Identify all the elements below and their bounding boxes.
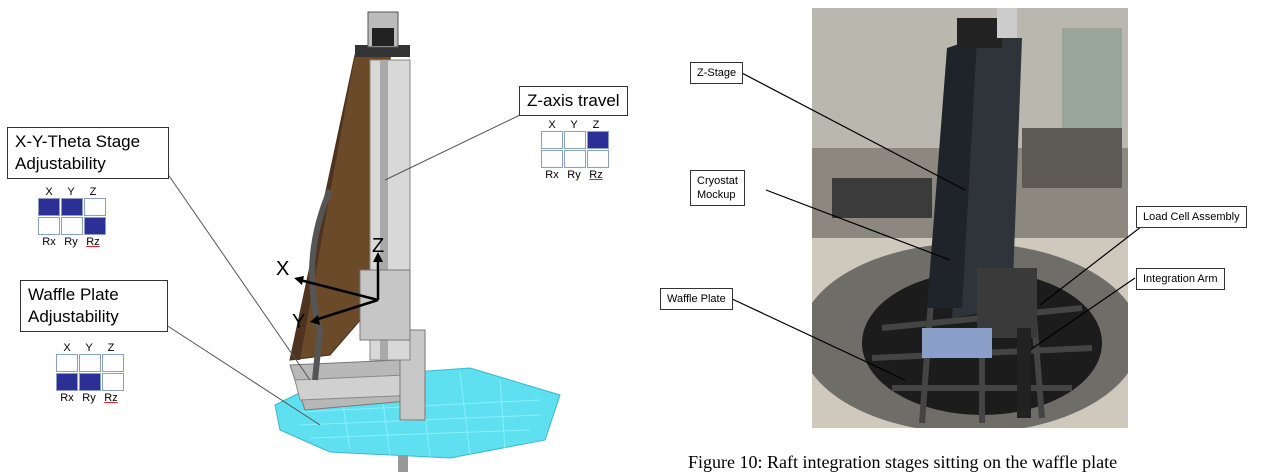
lab-photograph [812,8,1128,428]
z-axis-column [355,11,411,361]
dof-cell [38,217,60,235]
grid-header-label: X [63,342,71,354]
grid-header-label: Z [107,342,115,354]
axis-y-label: Y [292,311,305,333]
dof-cell [38,198,60,216]
grid-header-label: Z [592,119,600,131]
dof-cell [56,373,78,391]
dof-cell [564,131,586,149]
cad-model-illustration: Z X Y [139,11,561,472]
dof-cell [56,354,78,372]
xyt-stage-label-line1: X-Y-Theta Stage [15,132,141,151]
dof-cell [61,198,83,216]
grid-header-label: Z [89,186,97,198]
cryostat-label-line1: Cryostat [697,175,738,187]
waffle-plate-label-line1: Waffle Plate [28,285,119,304]
z-axis-dof-grid: X Y Z Rx Ry Rz [541,119,610,181]
grid-header-label: X [548,119,556,131]
z-axis-travel-label: Z-axis travel [527,91,620,110]
dof-cell [102,373,124,391]
grid-header-label: Y [85,342,93,354]
grid-footer-label: Rx [545,169,559,181]
z-axis-travel-callout: Z-axis travel [519,86,628,116]
grid-header-label: Y [570,119,578,131]
axis-z-label: Z [372,235,384,257]
load-cell-label-box: Load Cell Assembly [1136,206,1247,228]
waffle-plate-label-line2: Adjustability [28,307,119,326]
dof-cell [587,131,609,149]
dof-cell [84,198,106,216]
waffle-plate-photo-label-box: Waffle Plate [660,288,733,310]
dof-cell [564,150,586,168]
xyt-stage-label-line2: Adjustability [15,154,106,173]
grid-footer-label: Rx [60,392,74,404]
grid-footer-label: Rz [86,236,100,248]
grid-footer-label: Ry [64,236,78,248]
cryostat-label-line2: Mockup [697,189,736,201]
axis-x-label: X [276,258,289,280]
cryostat-label-box: Cryostat Mockup [690,170,745,206]
xyt-stage-callout: X-Y-Theta Stage Adjustability [7,127,169,179]
grid-header-label: X [45,186,53,198]
waffle-dof-grid: X Y Z Rx Ry Rz [56,342,125,404]
waffle-plate-callout: Waffle Plate Adjustability [20,280,168,332]
dof-cell [541,150,563,168]
waffle-plate-photo-label: Waffle Plate [667,293,726,305]
axis-triad: Z X Y [276,235,384,333]
grid-header-label: Y [67,186,75,198]
grid-footer-label: Ry [567,169,581,181]
z-stage-label-box: Z-Stage [690,62,744,84]
grid-footer-label: Rz [589,169,603,181]
dof-cell [587,150,609,168]
grid-footer-label: Rx [42,236,56,248]
integration-arm-label: Integration Arm [1143,273,1218,285]
dof-cell [541,131,563,149]
integration-arm-label-box: Integration Arm [1136,268,1225,290]
z-stage-label: Z-Stage [697,67,737,79]
grid-footer-label: Rz [104,392,118,404]
dof-cell [61,217,83,235]
grid-footer-label: Ry [82,392,96,404]
figure-caption: Figure 10: Raft integration stages sitti… [688,452,1118,472]
leader-lines [139,114,521,426]
dof-cell [79,354,101,372]
dof-cell [102,354,124,372]
dof-cell [84,217,106,235]
xyt-dof-grid: X Y Z Rx Ry Rz [38,186,107,248]
dof-cell [79,373,101,391]
load-cell-label: Load Cell Assembly [1143,211,1240,223]
